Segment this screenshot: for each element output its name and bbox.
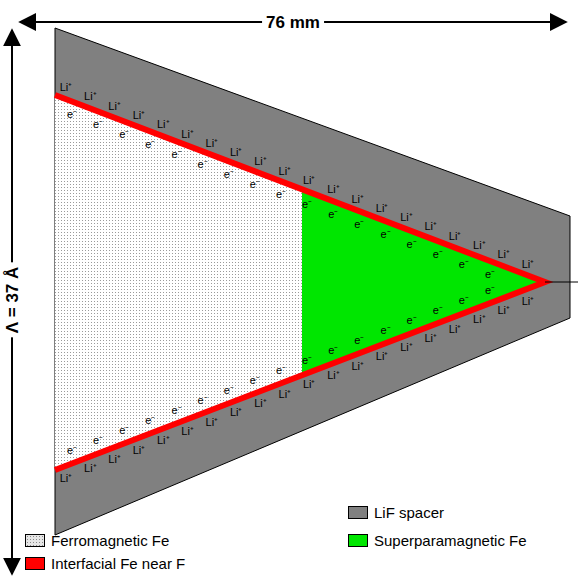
electron: e⁻ bbox=[145, 139, 155, 150]
lithium-ion: Li⁺ bbox=[157, 435, 170, 446]
dimension-label: Λ = 37 Å bbox=[4, 263, 21, 338]
electron: e⁻ bbox=[171, 149, 181, 160]
electron: e⁻ bbox=[276, 365, 286, 376]
lithium-ion: Li⁺ bbox=[303, 379, 316, 390]
lithium-ion: Li⁺ bbox=[424, 332, 437, 343]
electron: e⁻ bbox=[328, 345, 338, 356]
electron: e⁻ bbox=[407, 315, 417, 326]
electron: e⁻ bbox=[250, 375, 260, 386]
lithium-ion: Li⁺ bbox=[181, 426, 194, 437]
lithium-ion: Li⁺ bbox=[108, 100, 121, 111]
electron: e⁻ bbox=[145, 415, 155, 426]
electron: e⁻ bbox=[119, 129, 129, 140]
lithium-ion: Li⁺ bbox=[449, 323, 462, 334]
lithium-ion: Li⁺ bbox=[449, 230, 462, 241]
lithium-ion: Li⁺ bbox=[206, 416, 219, 427]
lithium-ion: Li⁺ bbox=[400, 212, 413, 223]
electron: e⁻ bbox=[459, 295, 469, 306]
lithium-ion: Li⁺ bbox=[84, 91, 97, 102]
electron: e⁻ bbox=[224, 169, 234, 180]
lithium-ion: Li⁺ bbox=[497, 304, 510, 315]
electron: e⁻ bbox=[380, 325, 390, 336]
legend-swatch bbox=[25, 557, 45, 570]
lithium-ion: Li⁺ bbox=[473, 239, 486, 250]
lithium-ion: Li⁺ bbox=[254, 398, 267, 409]
electron: e⁻ bbox=[171, 405, 181, 416]
dimension-label: 76 mm bbox=[262, 14, 324, 31]
legend-entry: Ferromagnetic Fe bbox=[25, 531, 169, 549]
legend-label: Ferromagnetic Fe bbox=[51, 532, 169, 549]
lithium-ion: Li⁺ bbox=[303, 174, 316, 185]
superparamagnetic-region bbox=[302, 189, 545, 375]
electron: e⁻ bbox=[354, 335, 364, 346]
electron: e⁻ bbox=[459, 259, 469, 270]
ferromagnetic-region bbox=[55, 95, 302, 470]
lithium-ion: Li⁺ bbox=[376, 351, 389, 362]
electron: e⁻ bbox=[328, 209, 338, 220]
electron: e⁻ bbox=[67, 445, 77, 456]
lithium-ion: Li⁺ bbox=[181, 128, 194, 139]
lithium-ion: Li⁺ bbox=[60, 472, 73, 483]
lithium-ion: Li⁺ bbox=[522, 258, 535, 269]
lithium-ion: Li⁺ bbox=[279, 388, 292, 399]
interfacial-layer bbox=[55, 95, 545, 470]
electron: e⁻ bbox=[302, 199, 312, 210]
electron: e⁻ bbox=[354, 219, 364, 230]
lithium-ion: Li⁺ bbox=[376, 202, 389, 213]
electron: e⁻ bbox=[276, 189, 286, 200]
electron: e⁻ bbox=[93, 119, 103, 130]
lithium-ion: Li⁺ bbox=[327, 184, 340, 195]
lithium-ion: Li⁺ bbox=[108, 454, 121, 465]
lithium-ion: Li⁺ bbox=[352, 360, 365, 371]
lithium-ion: Li⁺ bbox=[473, 314, 486, 325]
lithium-ion: Li⁺ bbox=[133, 444, 146, 455]
legend-label: LiF spacer bbox=[374, 504, 444, 521]
electron: e⁻ bbox=[93, 435, 103, 446]
lithium-ion: Li⁺ bbox=[327, 370, 340, 381]
electron: e⁻ bbox=[224, 385, 234, 396]
lif-spacer bbox=[55, 28, 570, 535]
lithium-ion: Li⁺ bbox=[352, 193, 365, 204]
lithium-ion: Li⁺ bbox=[230, 147, 243, 158]
electron: e⁻ bbox=[433, 249, 443, 260]
lithium-ion: Li⁺ bbox=[157, 119, 170, 130]
lithium-ion: Li⁺ bbox=[522, 295, 535, 306]
legend-label: Superparamagnetic Fe bbox=[374, 532, 527, 549]
lithium-ion: Li⁺ bbox=[230, 407, 243, 418]
lithium-ion: Li⁺ bbox=[84, 463, 97, 474]
lithium-ion: Li⁺ bbox=[400, 342, 413, 353]
electron: e⁻ bbox=[67, 109, 77, 120]
electron: e⁻ bbox=[407, 239, 417, 250]
lithium-ion: Li⁺ bbox=[497, 249, 510, 260]
electron: e⁻ bbox=[380, 229, 390, 240]
lithium-ion: Li⁺ bbox=[60, 82, 73, 93]
legend-swatch bbox=[348, 506, 368, 519]
legend-entry: Superparamagnetic Fe bbox=[348, 531, 527, 549]
electron: e⁻ bbox=[198, 159, 208, 170]
lithium-ion: Li⁺ bbox=[254, 156, 267, 167]
legend-swatch bbox=[348, 534, 368, 547]
legend-label: Interfacial Fe near F bbox=[51, 555, 185, 572]
electron: e⁻ bbox=[433, 305, 443, 316]
electron: e⁻ bbox=[250, 179, 260, 190]
legend-entry: LiF spacer bbox=[348, 503, 444, 521]
legend-swatch bbox=[25, 534, 45, 547]
legend-entry: Interfacial Fe near F bbox=[25, 554, 185, 572]
lithium-ion: Li⁺ bbox=[424, 221, 437, 232]
lithium-ion: Li⁺ bbox=[133, 110, 146, 121]
electron: e⁻ bbox=[119, 425, 129, 436]
electron: e⁻ bbox=[485, 285, 495, 296]
electron: e⁻ bbox=[485, 269, 495, 280]
apex-line bbox=[545, 282, 578, 283]
electron: e⁻ bbox=[198, 395, 208, 406]
lithium-ion: Li⁺ bbox=[279, 165, 292, 176]
electron: e⁻ bbox=[302, 355, 312, 366]
lithium-ion: Li⁺ bbox=[206, 137, 219, 148]
